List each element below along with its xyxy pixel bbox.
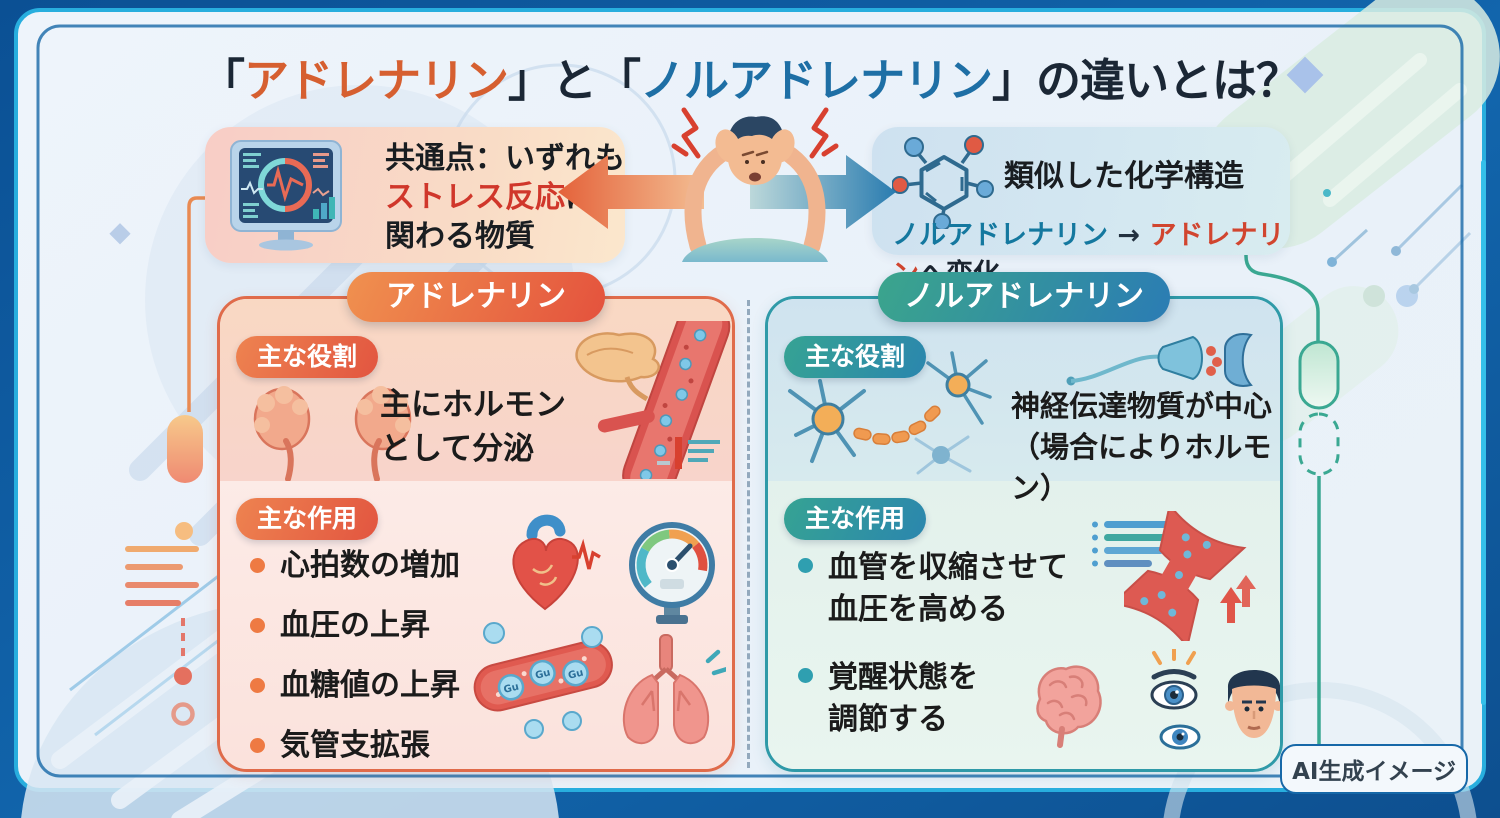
noradrenaline-role-line2: （場合によりホルモン） xyxy=(1011,430,1272,505)
action-line1: 血管を収縮させて xyxy=(828,550,1068,585)
adrenal-gland-vessel-icon xyxy=(575,321,731,479)
action-label: 気管支拡張 xyxy=(280,728,430,763)
noradrenaline-role-text: 神経伝達物質が中心 （場合によりホルモン） xyxy=(1011,386,1280,509)
title-bracket: 「 xyxy=(199,54,245,107)
noradrenaline-action-list: 血管を収縮させて血圧を高める 覚醒状態を調節する xyxy=(798,547,1068,767)
action-label: 血糖値の上昇 xyxy=(280,668,460,703)
action-label: 心拍数の増加 xyxy=(280,548,460,583)
list-item: 血管を収縮させて血圧を高める xyxy=(798,547,1068,631)
structure-from: ノルアドレナリン xyxy=(892,220,1108,251)
noradrenaline-role-badge: 主な役割 xyxy=(784,336,926,378)
bullet-dot-icon xyxy=(250,678,265,693)
action-label: 血管を収縮させて血圧を高める xyxy=(828,547,1068,631)
title-adrenaline: アドレナリン xyxy=(243,54,509,107)
vital-monitor-icon xyxy=(230,140,342,251)
chemical-structure-box: 類似した化学構造 ノルアドレナリン → アドレナリンへ変化 xyxy=(872,127,1290,290)
action-label: 覚醒状態を調節する xyxy=(828,657,978,741)
ai-credit-label: AI生成イメージ xyxy=(1292,759,1456,785)
bullet-dot-icon xyxy=(798,668,813,683)
heart-ecg-icon xyxy=(512,514,601,611)
title-end: 」の違いとは？ xyxy=(992,54,1301,107)
action-label: 血圧の上昇 xyxy=(280,608,430,643)
noradrenaline-card-header: ノルアドレナリン xyxy=(878,272,1170,322)
action-line1: 覚醒状態を xyxy=(828,660,978,695)
bullet-dot-icon xyxy=(798,558,813,573)
noradrenaline-card: ノルアドレナリン 主な役割 神経伝達物質が中心 （場合によりホルモン） 主な作用… xyxy=(765,272,1283,772)
adrenaline-card-header: アドレナリン xyxy=(347,272,605,322)
stressed-person-icon xyxy=(671,107,839,262)
noradrenaline-action-badge: 主な作用 xyxy=(784,498,926,540)
adrenaline-role-badge: 主な役割 xyxy=(236,336,378,378)
action-line2: 調節する xyxy=(828,702,948,737)
list-item: 血糖値の上昇 xyxy=(250,667,460,704)
list-item: 心拍数の増加 xyxy=(250,547,460,584)
list-item: 血圧の上昇 xyxy=(250,607,460,644)
bullet-dot-icon xyxy=(250,618,265,633)
action-line2: 血圧を高める xyxy=(828,592,1008,627)
noradrenaline-role-line1: 神経伝達物質が中心 xyxy=(1011,389,1273,423)
list-item: 気管支拡張 xyxy=(250,727,460,764)
adrenaline-action-list: 心拍数の増加 血圧の上昇 血糖値の上昇 気管支拡張 xyxy=(250,547,460,787)
stress-highlight: ストレス反応 xyxy=(385,180,565,215)
list-item: 覚醒状態を調節する xyxy=(798,657,1068,741)
constricted-vessel-icon xyxy=(1124,511,1256,641)
lungs-icon xyxy=(622,634,726,745)
adrenaline-role-text: 主にホルモン として分泌 xyxy=(380,383,566,471)
adrenaline-role-line2: として分泌 xyxy=(380,431,535,467)
title-middle: 」と「 xyxy=(507,54,641,107)
conversion-arrow-icon: → xyxy=(1117,220,1141,251)
center-dashed-divider xyxy=(747,300,750,768)
bullet-dot-icon xyxy=(250,558,265,573)
adrenaline-role-line1: 主にホルモン xyxy=(380,387,566,423)
bullet-dot-icon xyxy=(250,738,265,753)
face-icon xyxy=(1225,670,1280,738)
eye-icon xyxy=(1150,649,1201,750)
pressure-gauge-icon xyxy=(629,522,715,624)
adrenaline-action-badge: 主な作用 xyxy=(236,498,378,540)
structure-title: 類似した化学構造 xyxy=(1004,159,1244,194)
